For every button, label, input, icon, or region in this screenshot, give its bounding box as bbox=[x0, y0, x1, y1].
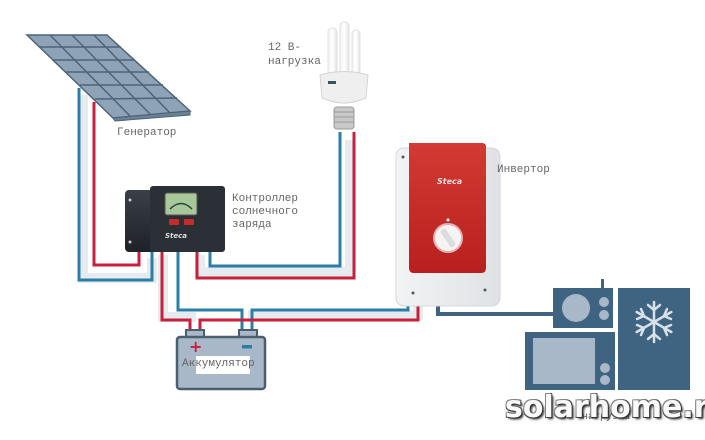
ac-loads-label: нагрузка bbox=[582, 412, 631, 423]
battery-minus-sign bbox=[242, 345, 252, 349]
inverter-brand: Steca bbox=[437, 177, 462, 186]
wire-panel-positive bbox=[92, 102, 141, 267]
controller-label-line1: Контроллер bbox=[232, 193, 299, 205]
lamp-label-line1: 12 В- bbox=[268, 42, 302, 54]
wire-inverter-positive bbox=[198, 300, 420, 333]
controller-label-line2: солнечного bbox=[232, 206, 299, 218]
inverter bbox=[395, 143, 501, 307]
lamp-label-line2: нагрузка bbox=[268, 56, 321, 68]
charge-controller bbox=[125, 186, 225, 252]
wire-lamp-negative bbox=[208, 132, 342, 268]
inverter-label: Инвертор bbox=[497, 164, 550, 176]
lamp-bulb bbox=[319, 21, 369, 130]
solar-panel-label: Генератор bbox=[117, 127, 177, 139]
solar-panel bbox=[25, 34, 192, 122]
battery-label: Аккумулятор bbox=[182, 358, 255, 370]
battery bbox=[175, 329, 267, 391]
controller-label-line3: заряда bbox=[232, 219, 272, 231]
wire-panel-negative bbox=[77, 88, 154, 282]
snowflake-icon bbox=[635, 300, 673, 344]
watermark: solarhome.ru bbox=[505, 390, 705, 425]
battery-plus-sign: + bbox=[189, 337, 202, 356]
wire-lamp-positive bbox=[195, 132, 356, 280]
ac-loads bbox=[525, 279, 690, 390]
wire-battery-positive-ctrl bbox=[160, 252, 192, 333]
controller-brand: Steca bbox=[165, 232, 187, 240]
